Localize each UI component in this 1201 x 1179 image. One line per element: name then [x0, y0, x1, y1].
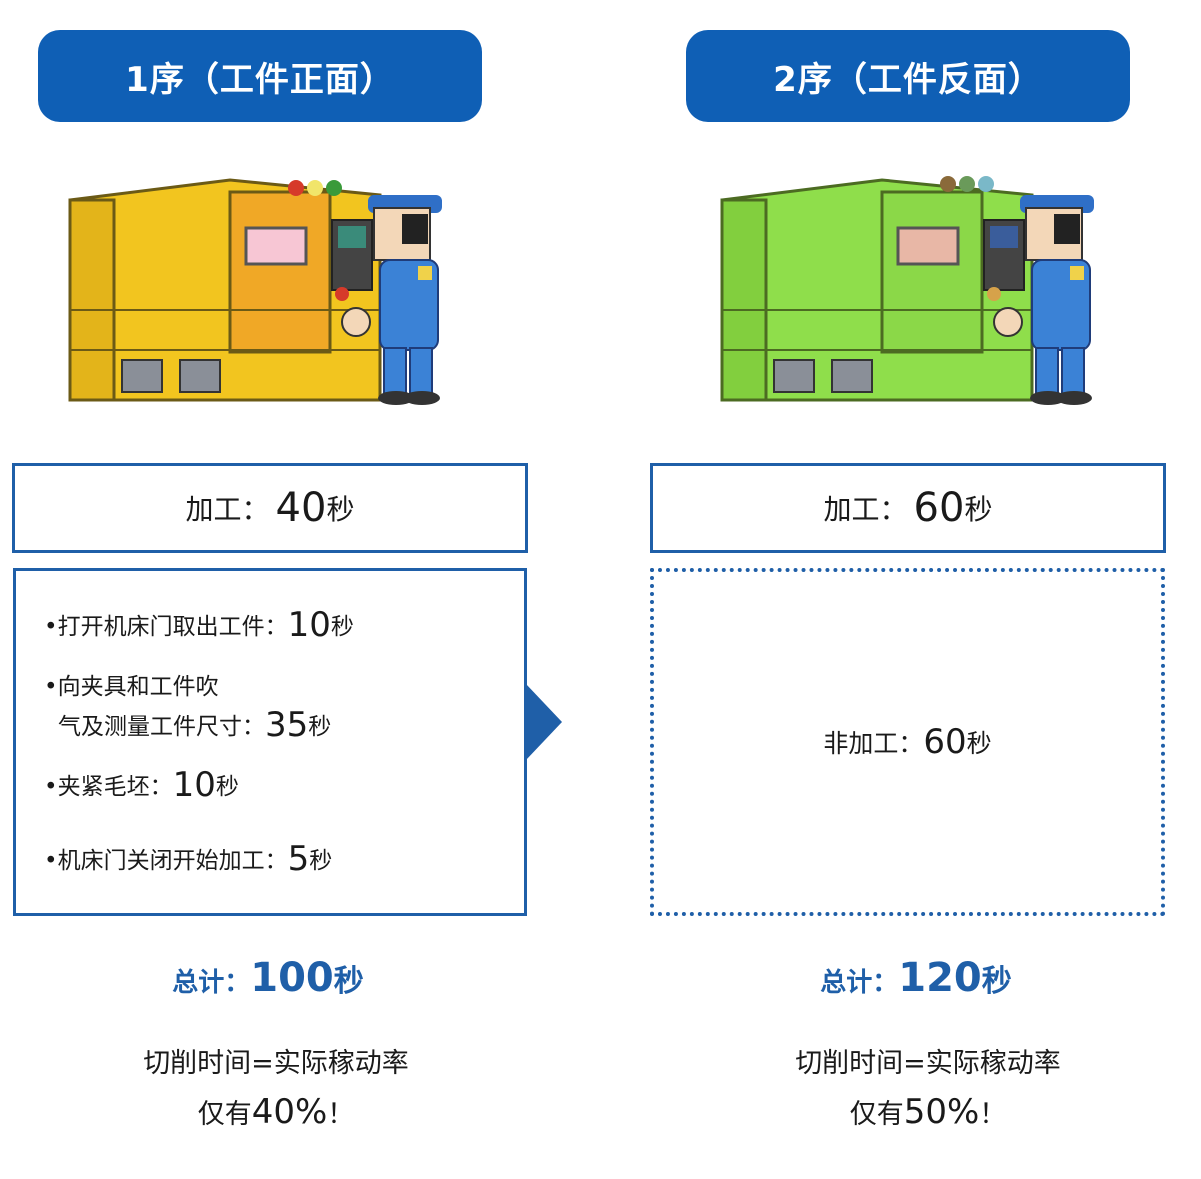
machining-value: 40	[275, 485, 327, 531]
total-right: 总计：120秒	[656, 955, 1176, 1001]
non-machining-steps-box: •打开机床门取出工件：10秒 •向夹具和工件吹 气及测量工件尺寸：35秒 •夹紧…	[13, 568, 527, 916]
machining-label: 加工：	[823, 493, 908, 526]
machine-body-icon	[720, 176, 1034, 402]
utilization-note-right: 切削时间=实际稼动率 仅有50%！	[668, 1040, 1188, 1139]
total-label: 总计：	[172, 968, 251, 998]
non-machining-label: 非加工：	[823, 729, 924, 758]
note-line: 切削时间=实际稼动率	[795, 1048, 1061, 1079]
machine-body-icon	[68, 178, 382, 402]
total-label: 总计：	[820, 968, 899, 998]
header-step1-label: 1序（工件正面）	[125, 59, 395, 100]
utilization-note-left: 切削时间=实际稼动率 仅有40%！	[16, 1040, 536, 1139]
non-machining-value: 60	[923, 722, 967, 762]
step-unit: 秒	[215, 774, 239, 800]
header-step2: 2序（工件反面）	[686, 30, 1130, 122]
note-suffix: ！	[327, 1099, 355, 1130]
step-item: •机床门关闭开始加工：5秒	[44, 841, 332, 879]
note-value: 40%	[251, 1092, 328, 1132]
header-step2-label: 2序（工件反面）	[773, 59, 1043, 100]
step-text: 夹紧毛坯：	[57, 774, 173, 800]
total-unit: 秒	[333, 964, 364, 999]
total-left: 总计：100秒	[8, 955, 528, 1001]
step-text: 打开机床门取出工件：	[57, 614, 288, 640]
bullet: •	[44, 614, 58, 640]
step-text: 机床门关闭开始加工：	[57, 848, 288, 874]
step-text: 气及测量工件尺寸：	[58, 714, 265, 740]
note-rate: 仅有40%！	[16, 1088, 536, 1139]
step-unit: 秒	[330, 614, 354, 640]
step-item: •打开机床门取出工件：10秒	[44, 607, 354, 645]
step-text: 向夹具和工件吹	[57, 674, 219, 700]
machining-time-box-left: 加工： 40 秒	[12, 463, 528, 553]
step-value: 35	[265, 705, 309, 745]
machining-time-box-right: 加工： 60 秒	[650, 463, 1166, 553]
machine-illustration-yellow	[68, 178, 442, 405]
bullet: •	[44, 774, 58, 800]
step-value: 10	[172, 765, 216, 805]
note-rate: 仅有50%！	[668, 1088, 1188, 1139]
worker-icon	[993, 195, 1094, 405]
bullet: •	[44, 674, 58, 700]
step-value: 5	[287, 839, 310, 879]
machining-value: 60	[913, 485, 965, 531]
machining-unit: 秒	[326, 493, 355, 526]
step-item-continued: 气及测量工件尺寸：35秒	[58, 707, 331, 745]
note-prefix: 仅有	[197, 1099, 252, 1130]
step-value: 10	[287, 605, 331, 645]
total-unit: 秒	[981, 964, 1012, 999]
bullet: •	[44, 848, 58, 874]
machining-unit: 秒	[964, 493, 993, 526]
machining-label: 加工：	[185, 493, 270, 526]
worker-icon	[341, 195, 442, 405]
non-machining-unit: 秒	[966, 729, 992, 758]
note-suffix: ！	[979, 1099, 1007, 1130]
note-line: 切削时间=实际稼动率	[143, 1048, 409, 1079]
machine-illustration-green	[720, 176, 1094, 405]
note-value: 50%	[903, 1092, 980, 1132]
header-step1: 1序（工件正面）	[38, 30, 482, 122]
step-unit: 秒	[308, 714, 332, 740]
total-value: 100	[250, 955, 334, 1001]
note-prefix: 仅有	[849, 1099, 904, 1130]
arrow-right-icon	[526, 684, 562, 760]
total-value: 120	[898, 955, 982, 1001]
step-item: •夹紧毛坯：10秒	[44, 767, 239, 805]
step-unit: 秒	[309, 848, 333, 874]
step-item: •向夹具和工件吹	[44, 669, 219, 705]
